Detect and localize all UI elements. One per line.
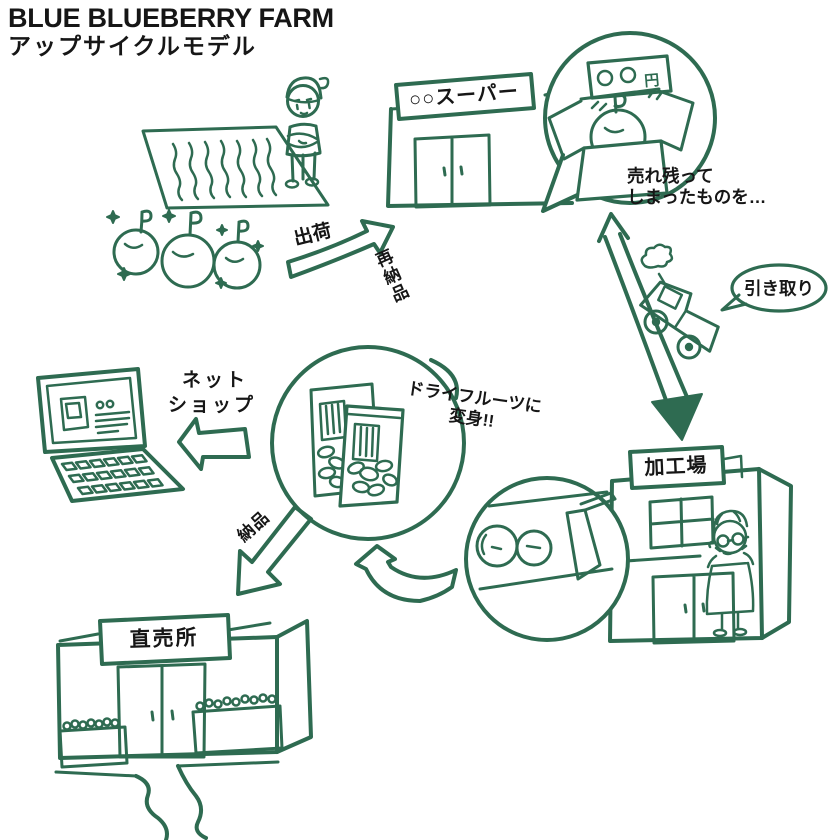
plant-worker-illustration bbox=[705, 509, 755, 638]
cutting-closeup bbox=[464, 476, 630, 642]
dried-fruits-closeup bbox=[270, 345, 466, 541]
sparkle-icons bbox=[106, 209, 264, 289]
box-front bbox=[575, 139, 669, 202]
store-signboard bbox=[98, 613, 232, 666]
dried-fruit-bag-front bbox=[338, 404, 405, 508]
unsold-note: 売れ残って しまったものを… bbox=[627, 166, 766, 208]
farm-field-illustration bbox=[141, 125, 330, 210]
netshop-label: ネット ショップ bbox=[168, 368, 256, 418]
product-thumbnail bbox=[59, 395, 90, 432]
pickup-bubble-label: 引き取り bbox=[744, 278, 814, 299]
knife-handle bbox=[579, 491, 617, 512]
pickup-speech-bubble bbox=[720, 263, 828, 313]
processing-arrow bbox=[354, 544, 458, 603]
store-sign-label: 直売所 bbox=[129, 626, 199, 652]
unsold-box-closeup: 円 bbox=[541, 31, 717, 213]
delivery-arrow bbox=[236, 505, 313, 596]
keyboard-keys bbox=[60, 454, 164, 496]
direct-store-building bbox=[54, 613, 313, 840]
price-sign bbox=[586, 54, 673, 100]
unsold-note-line1: 売れ残って bbox=[627, 166, 714, 186]
netshop-label-line2: ショップ bbox=[168, 395, 257, 416]
processing-plant-signboard bbox=[628, 445, 726, 490]
laptop-illustration bbox=[36, 367, 185, 503]
knife-blade bbox=[565, 508, 602, 581]
shipping-arrow bbox=[286, 219, 395, 279]
unsold-note-line2: しまったものを… bbox=[627, 187, 767, 207]
processing-plant-sign-label: 加工場 bbox=[644, 454, 708, 480]
transfer-arrow bbox=[597, 212, 703, 441]
exhaust-puff-icon bbox=[640, 243, 674, 286]
fruit-half-2 bbox=[515, 529, 553, 567]
box-left-flap bbox=[547, 99, 586, 161]
price-yen-glyph: 円 bbox=[644, 72, 660, 90]
box-right-flap bbox=[657, 89, 695, 152]
page-subtitle: アップサイクルモデル bbox=[8, 33, 257, 59]
netshop-arrow bbox=[177, 417, 251, 471]
netshop-label-line1: ネット bbox=[182, 370, 249, 391]
store-path bbox=[54, 760, 280, 840]
blueberries-illustration bbox=[106, 209, 264, 290]
supermarket-building bbox=[386, 72, 577, 209]
farmer-illustration bbox=[284, 76, 330, 189]
flower-planters bbox=[58, 693, 284, 769]
screen-text-lines bbox=[94, 410, 131, 435]
pickup-truck-illustration bbox=[639, 243, 720, 360]
supermarket-signboard bbox=[394, 72, 536, 121]
page-title: BLUE BLUEBERRY FARM bbox=[8, 3, 334, 33]
